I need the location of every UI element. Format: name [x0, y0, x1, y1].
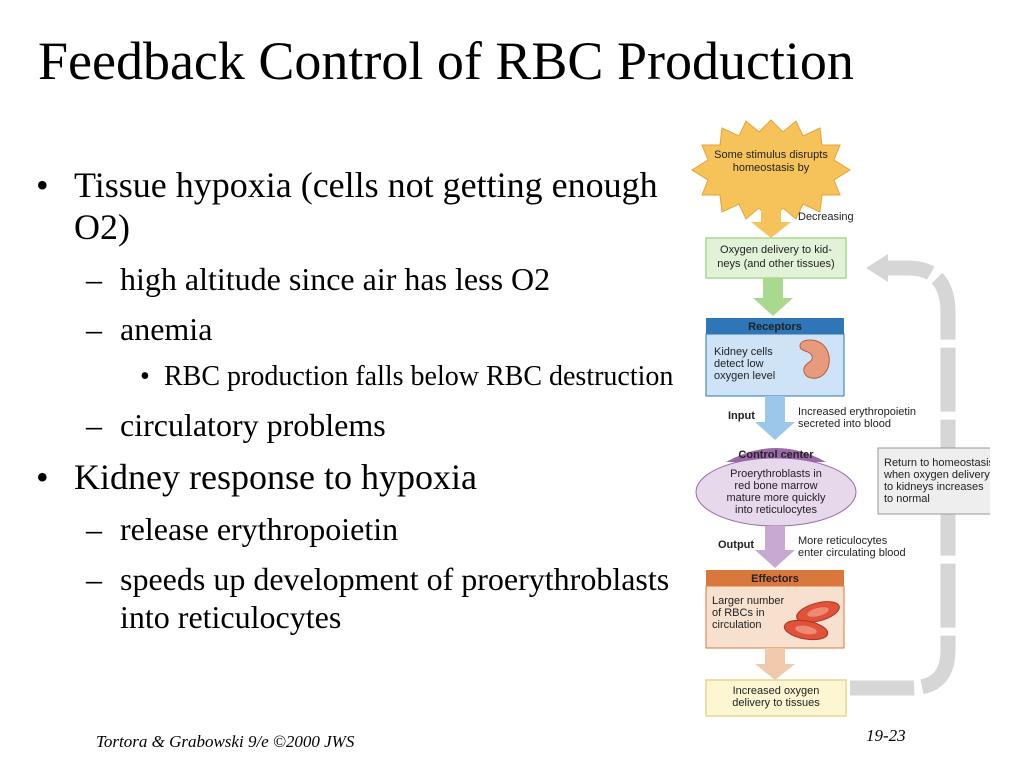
sub-sub-bullet-text: RBC production falls below RBC destructi… [164, 361, 674, 392]
sub-sub-bullet-item: • RBC production falls below RBC destruc… [36, 360, 686, 394]
bullet-text: Kidney response to hypoxia [74, 457, 477, 497]
control-text-line3: mature more quickly [726, 492, 826, 504]
stimulus-arrow [751, 208, 791, 238]
bullet-text: Tissue hypoxia (cells not getting enough… [74, 165, 658, 247]
stimulus-text-line1: Some stimulus disrupts [714, 149, 828, 161]
sub-bullet-text: speeds up development of proerythroblast… [120, 561, 670, 635]
effectors-text-line3: circulation [712, 619, 762, 631]
receptors-text-line1: Kidney cells [714, 346, 773, 358]
receptors-title: Receptors [748, 321, 802, 333]
dash-marker: – [86, 407, 102, 443]
slide-title: Feedback Control of RBC Production [38, 31, 854, 91]
input-text-line2: secreted into blood [798, 418, 891, 430]
receptors-text-line2: detect low [714, 358, 764, 370]
control-text-line1: Proerythroblasts in [730, 468, 822, 480]
dash-marker: – [86, 561, 102, 597]
sub-bullet-text: release erythropoietin [120, 511, 399, 547]
control-text-line4: into reticulocytes [735, 504, 817, 516]
result-text-line1: Increased oxygen [733, 685, 820, 697]
bullet-marker: • [140, 361, 150, 392]
bullet-item: • Kidney response to hypoxia [36, 456, 686, 498]
sub-bullet-text: anemia [120, 311, 213, 347]
controlled-condition-box [705, 237, 847, 279]
controlled-text-line1: Oxygen delivery to kid- [720, 244, 832, 256]
output-label: Output [718, 539, 754, 551]
bullet-list: • Tissue hypoxia (cells not getting enou… [36, 164, 686, 648]
footer-citation: Tortora & Grabowski 9/e ©2000 JWS [96, 732, 355, 751]
control-text-line2: red bone marrow [734, 480, 817, 492]
output-text-line1: More reticulocytes [798, 535, 888, 547]
sub-bullet-text: circulatory problems [120, 407, 386, 443]
result-text-line2: delivery to tissues [732, 697, 820, 709]
return-text-line3: to kidneys increases [884, 481, 984, 493]
receptors-header [706, 318, 844, 334]
sub-bullet-item: – circulatory problems [36, 406, 686, 444]
return-loop-arrowhead [866, 254, 888, 282]
result-box [705, 679, 847, 717]
input-label: Input [728, 410, 755, 422]
input-arrow [755, 396, 795, 440]
sub-bullet-item: – anemia [36, 310, 686, 348]
decreasing-label: Decreasing [798, 211, 854, 223]
bullet-marker: • [36, 457, 49, 497]
sub-bullet-text: high altitude since air has less O2 [120, 261, 551, 297]
effectors-text-line1: Larger number [712, 595, 784, 607]
input-text-line1: Increased erythropoietin [798, 406, 916, 418]
feedback-loop-diagram: Some stimulus disrupts homeostasis by De… [691, 119, 990, 717]
dash-marker: – [86, 261, 102, 297]
control-center-title: Control center [738, 449, 814, 461]
kidney-icon [799, 339, 830, 379]
slide-number: 19-23 [866, 726, 906, 745]
dash-marker: – [86, 311, 102, 347]
red-blood-cells-icon [783, 601, 840, 641]
effectors-arrow [755, 648, 795, 680]
return-text-line4: to normal [884, 493, 930, 505]
return-homeostasis-box [877, 447, 990, 515]
stimulus-text-line2: homeostasis by [733, 162, 810, 174]
controlled-arrow [753, 278, 793, 316]
dash-marker: – [86, 511, 102, 547]
return-text-line2: when oxygen delivery [883, 469, 990, 481]
bullet-marker: • [36, 165, 49, 205]
bullet-item: • Tissue hypoxia (cells not getting enou… [36, 164, 686, 248]
sub-bullet-item: – high altitude since air has less O2 [36, 260, 686, 298]
receptors-text-line3: oxygen level [714, 370, 775, 382]
output-arrow [755, 526, 795, 568]
control-center-header [726, 448, 826, 462]
effectors-text-line2: of RBCs in [712, 607, 765, 619]
effectors-title: Effectors [751, 573, 799, 585]
effectors-header [706, 570, 844, 586]
sub-bullet-item: – speeds up development of proerythrobla… [36, 560, 686, 636]
controlled-text-line2: neys (and other tissues) [717, 258, 834, 270]
output-text-line2: enter circulating blood [798, 547, 906, 559]
sub-bullet-item: – release erythropoietin [36, 510, 686, 548]
return-text-line1: Return to homeostasis [884, 457, 990, 469]
